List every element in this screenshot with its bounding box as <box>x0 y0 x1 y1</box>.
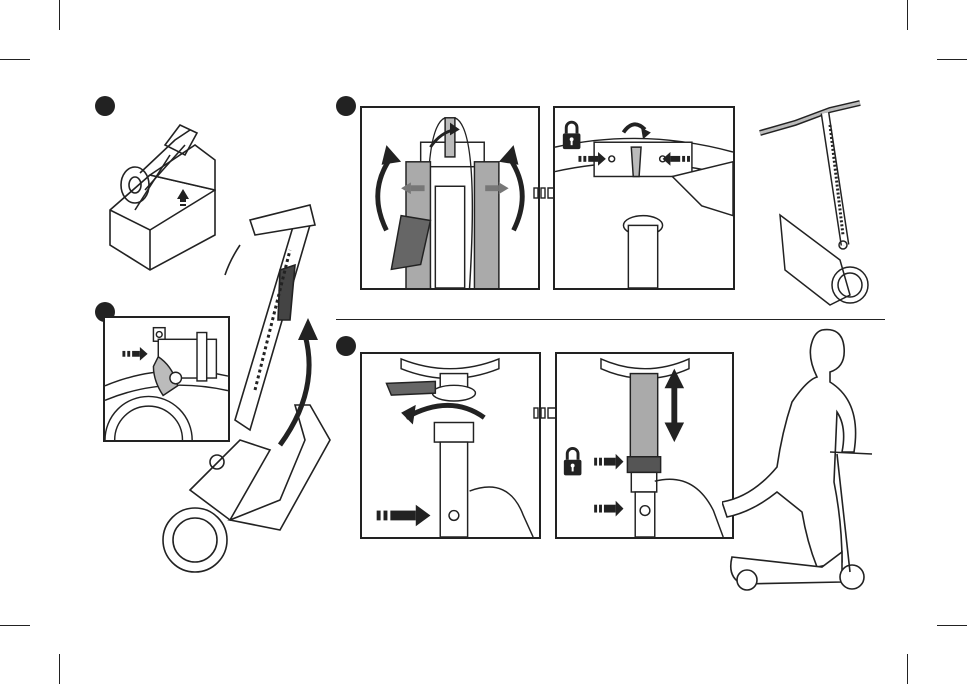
crop-mark-top-right-h <box>937 59 967 60</box>
unfolded-scooter-illustration <box>755 95 870 315</box>
crop-mark-top-right-v <box>907 0 908 30</box>
crop-mark-bottom-left-h <box>0 625 30 626</box>
step-1-marker <box>95 96 115 116</box>
section-divider <box>336 319 885 320</box>
push-arrow-icon <box>122 347 147 361</box>
adjust-height-icon <box>665 369 685 442</box>
rider-illustration <box>722 322 882 592</box>
crop-mark-bottom-right-h <box>937 625 967 626</box>
crop-mark-top-left-v <box>59 0 60 30</box>
push-arrow-icon <box>377 505 431 527</box>
crop-mark-top-left-h <box>0 59 30 60</box>
crop-mark-bottom-right-v <box>907 654 908 684</box>
handlebar-unfold-panel <box>360 106 540 290</box>
height-lock-panel <box>555 352 734 539</box>
lock-icon <box>563 121 581 149</box>
handlebar-lock-panel <box>553 106 735 290</box>
step-3-marker <box>336 96 356 116</box>
clamp-rotate-icon <box>406 405 484 417</box>
lock-icon <box>564 447 582 475</box>
crop-mark-bottom-left-v <box>59 654 60 684</box>
folded-scooter-illustration <box>160 190 340 590</box>
height-release-panel <box>360 352 541 539</box>
